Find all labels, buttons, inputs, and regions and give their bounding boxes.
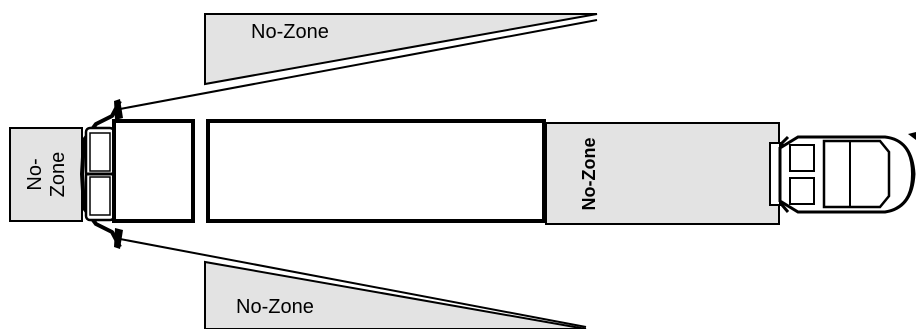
top-no-zone-label: No-Zone [251, 21, 329, 43]
rear-no-zone-label: No-Zone [579, 138, 599, 211]
top-mirror-sight-line [119, 19, 598, 110]
following-car [769, 132, 916, 214]
top-no-zone-area [204, 13, 598, 86]
truck-trailer [206, 119, 546, 223]
front-no-zone-label-group: No- Zone [24, 152, 69, 198]
front-no-zone-area [9, 127, 83, 222]
bottom-mirror-sight-line [119, 238, 587, 328]
truck-cab [112, 119, 195, 223]
bottom-no-zone-label: No-Zone [236, 296, 314, 318]
front-no-zone-label-line2: Zone [47, 152, 69, 198]
front-no-zone-label-line1: No- [24, 158, 46, 190]
rear-no-zone-area [545, 122, 780, 225]
bottom-no-zone-area [204, 260, 587, 329]
